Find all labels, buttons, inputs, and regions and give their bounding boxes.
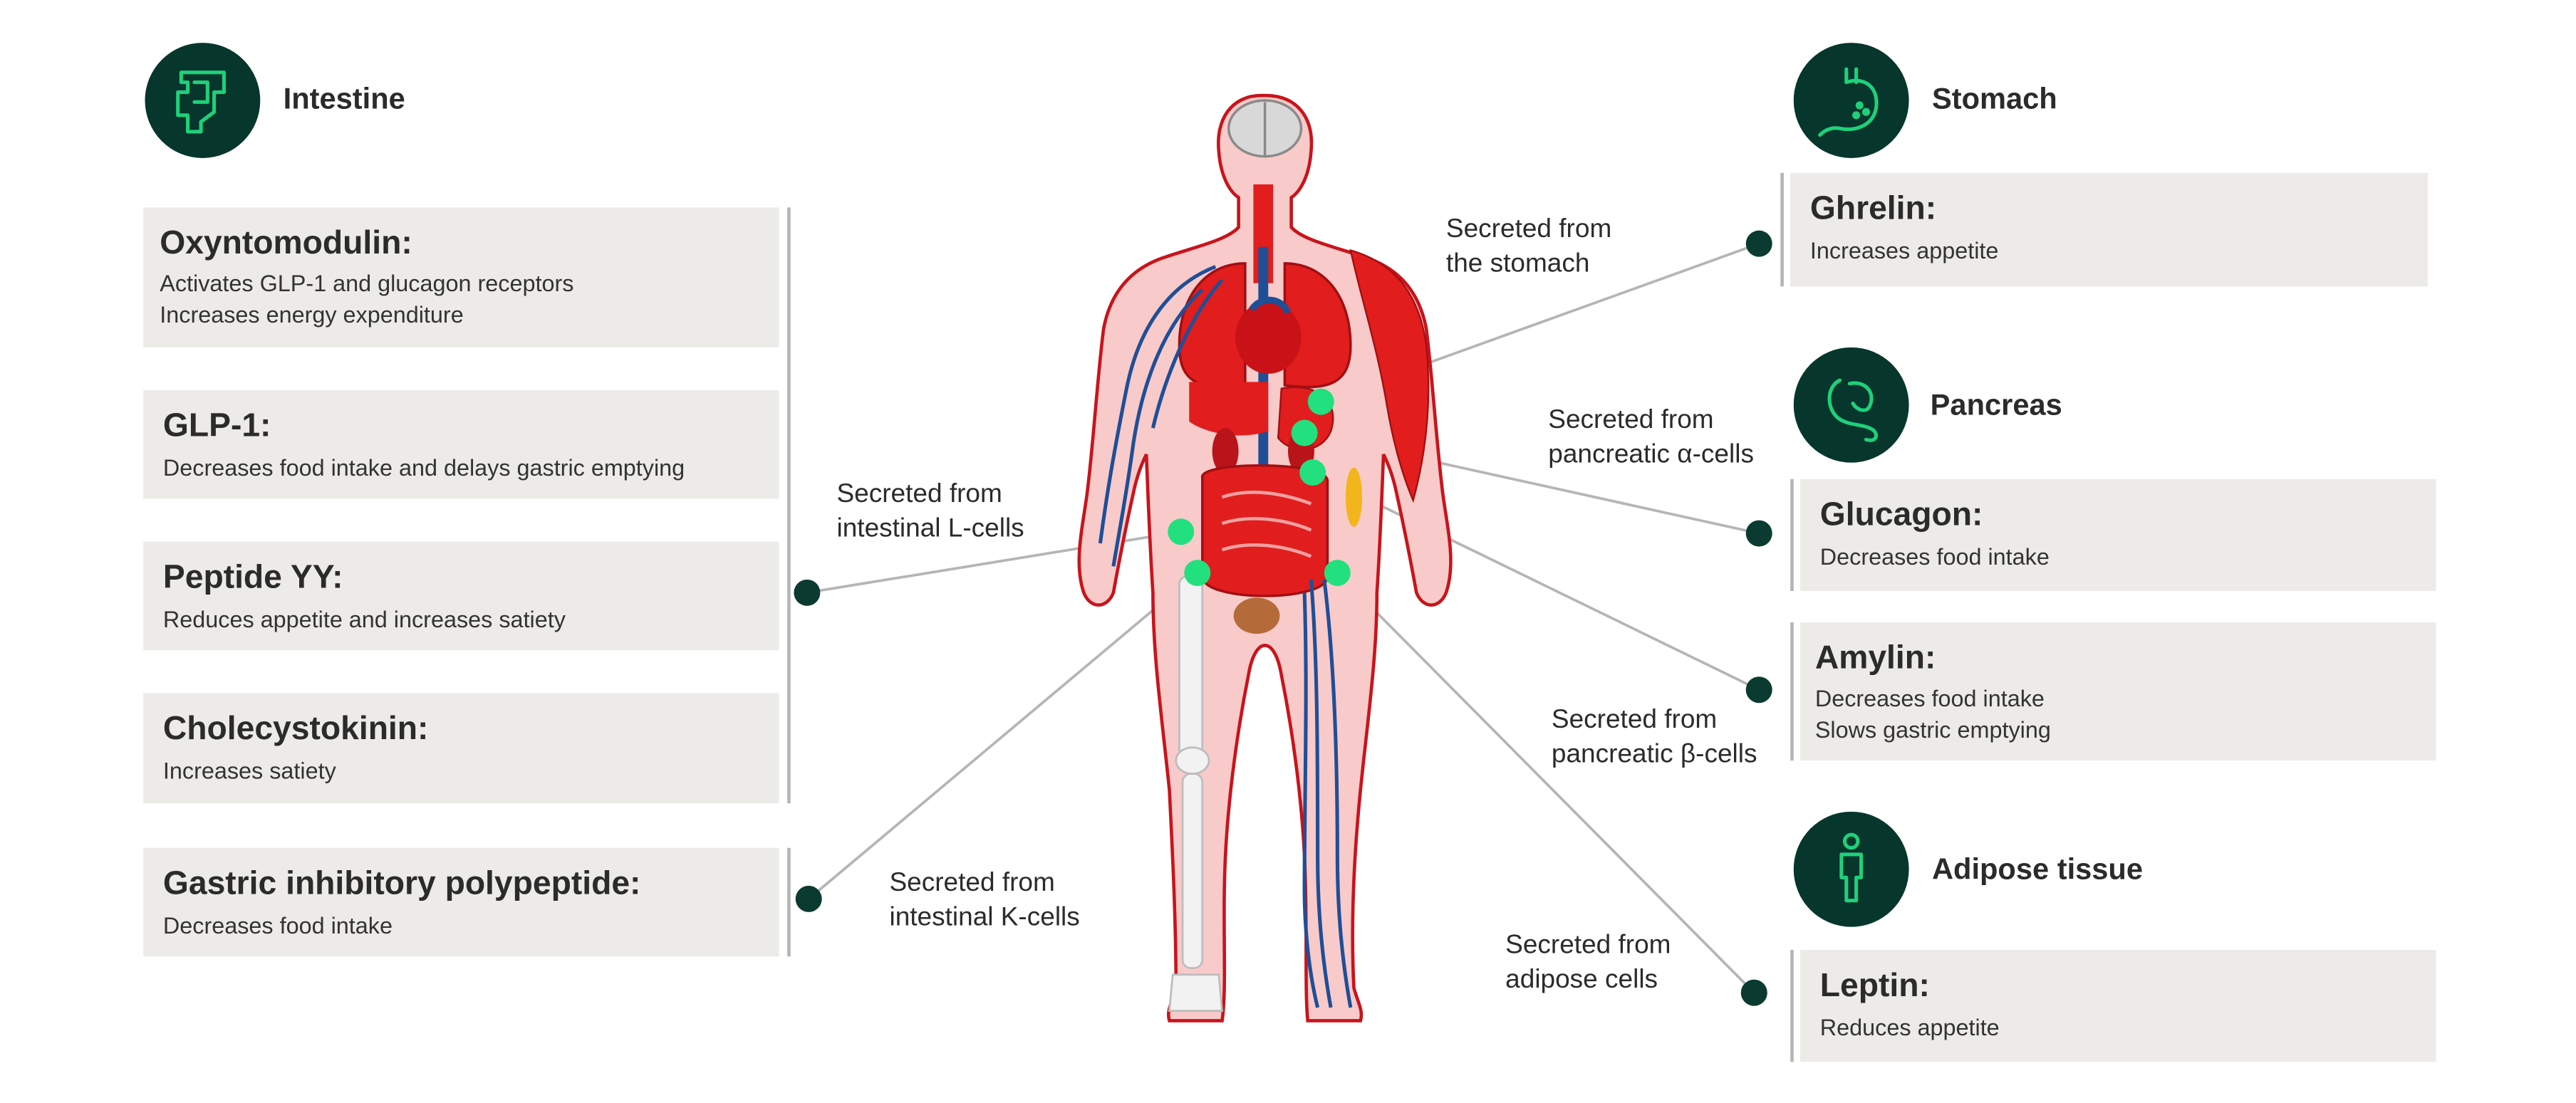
pancreas-title: Pancreas — [1930, 388, 2062, 422]
hormone-desc: Decreases food intake — [162, 911, 393, 939]
hormone-desc: Activates GLP-1 and glucagon receptors I… — [160, 268, 759, 332]
pancreas-icon — [1793, 347, 1909, 463]
marker-dot-glucagon — [1745, 520, 1772, 547]
caption-line: Secreted from — [836, 481, 1002, 509]
hormone-name: Leptin: — [1819, 968, 1930, 1005]
stomach-icon — [1793, 43, 1909, 158]
caption-stomach: Secreted from the stomach — [1446, 214, 1611, 283]
caption-beta-cells: Secreted from pancreatic β-cells — [1552, 705, 1757, 773]
hormone-card-glp1: GLP-1: Decreases food intake and delays … — [143, 390, 779, 499]
person-icon — [1793, 811, 1909, 927]
caption-line: pancreatic α-cells — [1548, 441, 1754, 469]
caption-line: Secreted from — [1551, 706, 1718, 735]
caption-line: Secreted from — [1505, 931, 1671, 960]
hormone-card-oxyntomodulin: Oxyntomodulin: Activates GLP-1 and gluca… — [143, 207, 779, 347]
hormone-name: Ghrelin: — [1809, 191, 1937, 228]
heart — [1235, 301, 1302, 374]
source-dot-l-cells — [1168, 518, 1195, 545]
source-dot-beta — [1299, 459, 1326, 486]
connector-beta-cells — [1312, 471, 1760, 691]
hormone-name: Gastric inhibitory polypeptide: — [162, 866, 641, 902]
caption-line: the stomach — [1445, 249, 1590, 278]
hormone-name: Oxyntomodulin: — [160, 225, 412, 262]
hormone-name: GLP-1: — [162, 408, 271, 445]
caption-line: Secreted from — [1548, 407, 1714, 435]
bladder — [1233, 597, 1280, 634]
hormone-desc: Increases appetite — [1809, 236, 1999, 263]
connector-adipose — [1336, 572, 1755, 994]
hormone-card-peptide-yy: Peptide YY: Reduces appetite and increas… — [143, 541, 779, 651]
hormone-desc: Decreases food intake Slows gastric empt… — [1815, 683, 2416, 746]
intestine-bracket — [787, 207, 791, 804]
caption-k-cells: Secreted from intestinal K-cells — [889, 867, 1079, 936]
kidney-left — [1212, 428, 1239, 474]
caption-alpha-cells: Secreted from pancreatic α-cells — [1548, 405, 1754, 474]
hormone-desc: Reduces appetite and increases satiety — [162, 605, 566, 632]
hormone-name: Glucagon: — [1819, 497, 1983, 534]
hormone-card-gip: Gastric inhibitory polypeptide: Decrease… — [143, 847, 779, 957]
desc-line: Activates GLP-1 and glucagon receptors — [160, 270, 574, 297]
hormone-name: Peptide YY: — [162, 560, 343, 596]
caption-line: Secreted from — [1445, 215, 1612, 244]
source-dot-adipose — [1324, 560, 1351, 587]
desc-line: Decreases food intake — [1814, 684, 2045, 711]
hormone-name: Cholecystokinin: — [162, 711, 429, 748]
hormone-name: Amylin: — [1814, 640, 1936, 677]
arm-muscle — [1349, 249, 1430, 503]
amylin-bracket — [1790, 622, 1794, 761]
brain — [1227, 99, 1303, 158]
marker-dot-adipose — [1740, 979, 1767, 1006]
hormone-card-amylin: Amylin: Decreases food intake Slows gast… — [1800, 622, 2436, 761]
hormone-desc: Reduces appetite — [1819, 1014, 2000, 1041]
hormone-card-glucagon: Glucagon: Decreases food intake — [1800, 479, 2436, 592]
caption-l-cells: Secreted from intestinal L-cells — [836, 479, 1024, 548]
hormone-desc: Decreases food intake — [1819, 543, 2050, 570]
stomach-title: Stomach — [1931, 82, 2057, 115]
adipose-title: Adipose tissue — [1931, 852, 2143, 886]
stomach-bracket — [1780, 172, 1784, 287]
glucagon-bracket — [1790, 479, 1794, 592]
caption-line: pancreatic β-cells — [1551, 740, 1757, 769]
marker-dot-intestine-upper — [794, 579, 821, 606]
desc-line: Slows gastric emptying — [1814, 716, 2051, 743]
source-dot-alpha — [1291, 419, 1318, 446]
intestine-icon — [145, 43, 261, 158]
hormone-desc: Decreases food intake and delays gastric… — [162, 454, 685, 481]
caption-line: Secreted from — [889, 869, 1055, 898]
caption-line: intestinal L-cells — [836, 515, 1024, 543]
hormone-card-ghrelin: Ghrelin: Increases appetite — [1790, 172, 2428, 287]
adipose-patch — [1345, 467, 1363, 527]
source-dot-stomach — [1307, 388, 1334, 415]
hormone-card-cholecystokinin: Cholecystokinin: Increases satiety — [143, 693, 779, 804]
liver — [1189, 382, 1269, 436]
caption-line: intestinal K-cells — [889, 903, 1080, 932]
veins — [1098, 265, 1353, 1008]
intestine-title: Intestine — [283, 82, 405, 115]
skeleton-leg — [1168, 575, 1224, 1012]
marker-dot-intestine-lower — [795, 885, 822, 912]
leptin-bracket — [1790, 950, 1794, 1062]
caption-line: adipose cells — [1505, 966, 1658, 994]
hormone-desc: Increases satiety — [162, 757, 336, 784]
caption-adipose: Secreted from adipose cells — [1505, 930, 1671, 998]
desc-line: Increases energy expenditure — [160, 301, 464, 328]
gip-bracket — [787, 847, 791, 957]
marker-dot-amylin — [1745, 676, 1772, 704]
connector-k-cells — [808, 572, 1199, 900]
hormone-card-leptin: Leptin: Reduces appetite — [1800, 950, 2436, 1062]
marker-dot-stomach — [1745, 230, 1772, 257]
source-dot-k-cells — [1184, 560, 1211, 587]
